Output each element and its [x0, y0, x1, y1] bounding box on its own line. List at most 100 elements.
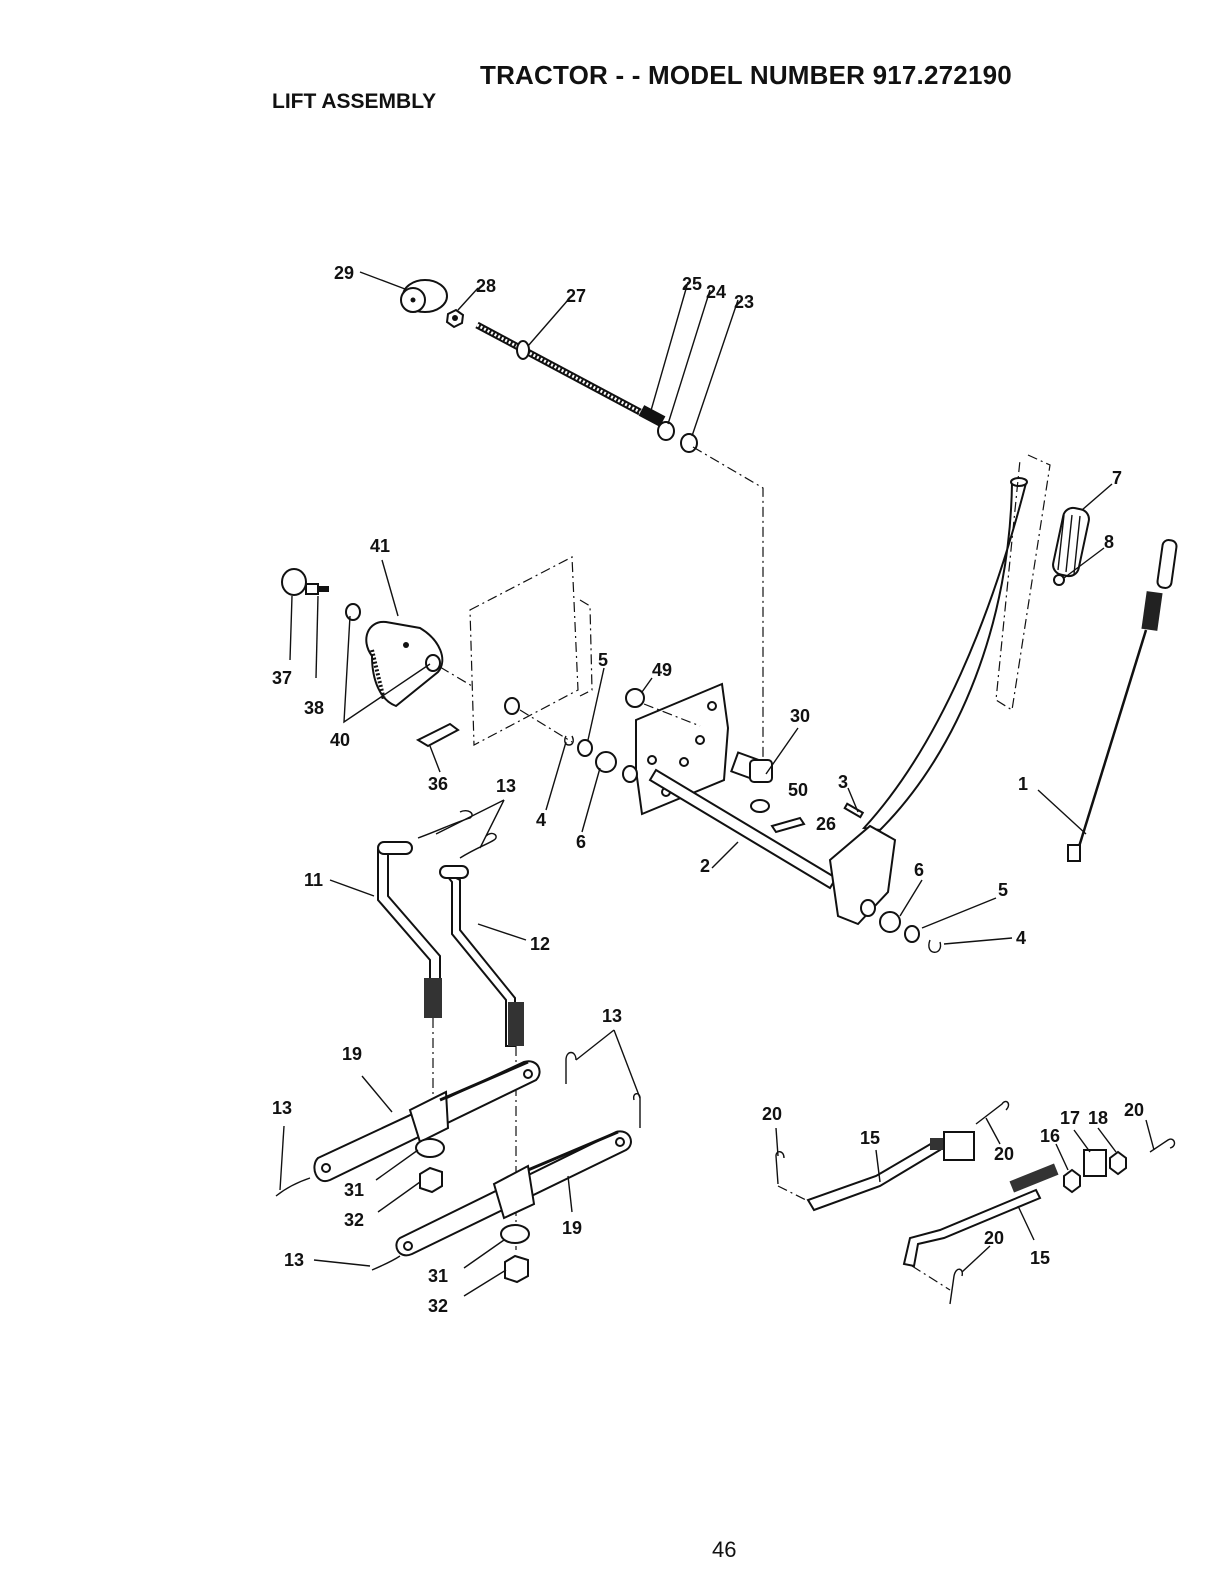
lift-link-15a-part [808, 1132, 974, 1210]
washer-31a-part [416, 1139, 444, 1157]
washer-49-part [626, 689, 644, 707]
callout-24: 24 [706, 282, 726, 302]
callout-11: 11 [304, 870, 323, 890]
hairpin-13f-part [372, 1256, 400, 1270]
pin-20a-part [776, 1152, 784, 1184]
washer-5-part [578, 740, 592, 756]
nut-32b-part [505, 1256, 528, 1282]
frame-axis-line [520, 710, 572, 742]
washer-31b-part [501, 1225, 529, 1243]
callout-2: 2 [700, 856, 710, 876]
hairpin-13d-part [634, 1094, 640, 1128]
frame-outline [470, 557, 578, 745]
hairpin-13c-part [566, 1053, 576, 1085]
callout-8: 8 [1104, 532, 1114, 552]
hairpin-13b-part [460, 833, 496, 858]
push-rod-part [1068, 539, 1177, 861]
page-number: 46 [712, 1537, 736, 1563]
callout-20d: 20 [1124, 1100, 1144, 1120]
callout-13b: 13 [602, 1006, 622, 1026]
callout-13a: 13 [496, 776, 516, 796]
callout-labels: 29 28 27 25 24 23 7 8 1 41 37 38 40 36 1… [272, 263, 1144, 1316]
trunnion-17-part [1084, 1150, 1106, 1176]
shaft-end-part [623, 766, 637, 782]
callout-32b: 32 [428, 1296, 448, 1316]
bolt-38-part [306, 584, 329, 594]
lift-arm-upper-part [314, 1061, 539, 1181]
callout-38: 38 [304, 698, 324, 718]
link-15a-axis-line [778, 1186, 806, 1200]
pivot-shaft-part [650, 770, 836, 888]
button-8-part [1054, 575, 1064, 585]
nut-32a-part [420, 1168, 442, 1192]
callout-49: 49 [652, 660, 672, 680]
link-15b-axis-line [912, 1266, 950, 1290]
ring-4b-part [929, 940, 941, 952]
adjust-rod-part [477, 325, 640, 412]
callout-23: 23 [734, 292, 754, 312]
callout-13d: 13 [284, 1250, 304, 1270]
callout-6b: 6 [914, 860, 924, 880]
bushing-6b-part [880, 912, 900, 932]
pin-20c-part [950, 1269, 962, 1304]
trunnion-30-part [731, 752, 772, 782]
knob-axis-line [440, 667, 472, 686]
callout-29: 29 [334, 263, 354, 283]
callout-15a: 15 [860, 1128, 880, 1148]
pin-20b-part [976, 1102, 1009, 1124]
callout-20a: 20 [762, 1104, 782, 1124]
callout-18: 18 [1088, 1108, 1108, 1128]
callout-7: 7 [1112, 468, 1122, 488]
handle-grip-part [1051, 506, 1091, 578]
callout-1: 1 [1018, 774, 1028, 794]
callout-37: 37 [272, 668, 292, 688]
pin-3-part [845, 804, 863, 817]
callout-15b: 15 [1030, 1248, 1050, 1268]
lift-link-12-part [440, 866, 524, 1046]
washer-5b-part [905, 926, 919, 942]
adjust-knob-part [401, 280, 447, 312]
shaft-end-right-part [861, 900, 875, 916]
lift-handle-part [864, 478, 1027, 830]
callout-40: 40 [330, 730, 350, 750]
clip-36-part [418, 724, 458, 746]
callout-16: 16 [1040, 1126, 1060, 1146]
callout-32a: 32 [344, 1210, 364, 1230]
callout-26: 26 [816, 814, 836, 834]
callout-25: 25 [682, 274, 702, 294]
bushing-50-part [751, 800, 769, 812]
hairpin-13a-part [418, 811, 472, 838]
callout-28: 28 [476, 276, 496, 296]
callout-17: 17 [1060, 1108, 1080, 1128]
callout-3: 3 [838, 772, 848, 792]
nut-16-part [1064, 1170, 1080, 1192]
lift-link-11-part [378, 842, 442, 1018]
callout-31a: 31 [344, 1180, 364, 1200]
callout-27: 27 [566, 286, 586, 306]
frame-flange-outline [580, 600, 592, 696]
callout-20b: 20 [994, 1144, 1014, 1164]
cap-37-part [282, 569, 306, 595]
nut-28-part [447, 310, 463, 327]
frame-boss-part [505, 698, 519, 714]
washer-24-part [658, 422, 674, 440]
callout-4b: 4 [1016, 928, 1026, 948]
callout-12: 12 [530, 934, 550, 954]
callout-30: 30 [790, 706, 810, 726]
callout-50: 50 [788, 780, 808, 800]
callout-31b: 31 [428, 1266, 448, 1286]
nut-23-part [681, 434, 697, 452]
callout-4a: 4 [536, 810, 546, 830]
washer-40a-part [346, 604, 360, 620]
callout-19b: 19 [562, 1218, 582, 1238]
callout-5b: 5 [998, 880, 1008, 900]
callout-20c: 20 [984, 1228, 1004, 1248]
callout-13c: 13 [272, 1098, 292, 1118]
callout-6a: 6 [576, 832, 586, 852]
callout-5a: 5 [598, 650, 608, 670]
callout-36: 36 [428, 774, 448, 794]
nut-18-part [1110, 1152, 1126, 1174]
callout-41: 41 [370, 536, 390, 556]
